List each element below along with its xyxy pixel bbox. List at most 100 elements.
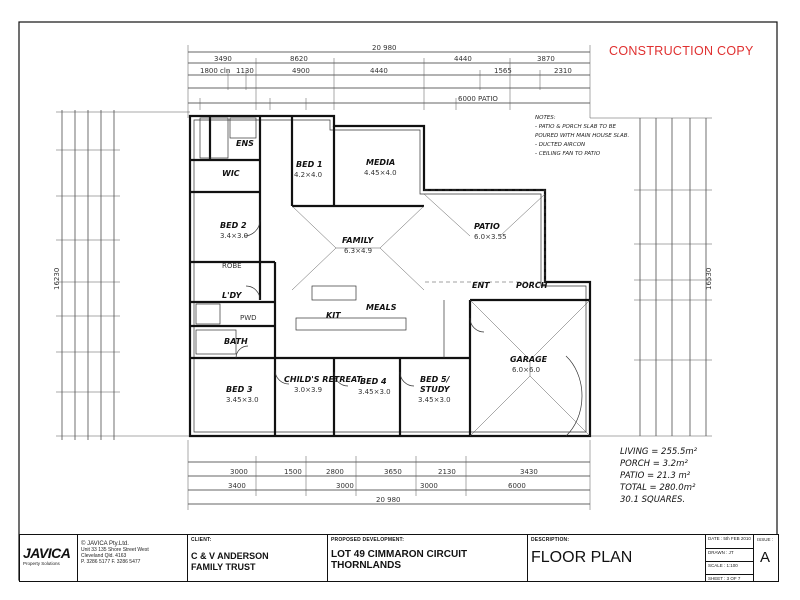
description-text: FLOOR PLAN xyxy=(531,549,633,566)
issue-label: ISSUE : xyxy=(757,537,774,542)
description-label: DESCRIPTION: xyxy=(531,537,570,543)
notes-heading: NOTES: xyxy=(535,115,556,121)
title-block: JAVICA Property Solutions © JAVICA Pty.L… xyxy=(19,534,779,582)
dim-bottom-2: 1500 xyxy=(284,468,302,476)
dim-top-4: 3870 xyxy=(537,55,555,63)
dim-overall-top: 20 980 xyxy=(372,44,397,52)
label-powder: PWD xyxy=(240,314,257,322)
room-bath: BATH xyxy=(224,337,248,346)
dim-top2-4: 4440 xyxy=(370,67,388,75)
note-line-1: - PATIO & PORCH SLAB TO BE xyxy=(535,124,616,130)
note-line-3: - DUCTED AIRCON xyxy=(535,142,586,148)
company-cell: © JAVICA Pty.Ltd. Unit 33 135 Shore Stre… xyxy=(78,535,188,581)
room-childs-retreat: CHILD'S RETREAT xyxy=(284,375,362,384)
client-cell: CLIENT: C & V ANDERSON FAMILY TRUST xyxy=(188,535,328,581)
dim-patio: 6000 PATIO xyxy=(458,95,498,103)
dim-top-3: 4440 xyxy=(454,55,472,63)
issue-cell: ISSUE : A xyxy=(754,535,776,581)
room-bed-1-size: 4.2×4.0 xyxy=(294,171,322,179)
bottom-dimensions: 3000 1500 2800 3650 2130 3430 3400 3000 … xyxy=(187,440,591,510)
door-swings xyxy=(235,219,583,437)
room-porch: PORCH xyxy=(516,281,548,290)
dim-top2-2: 1130 xyxy=(236,67,254,75)
company-address-2: Cleveland Qld. 4163 xyxy=(81,553,127,559)
area-patio: PATIO = 21.3 m² xyxy=(620,471,691,481)
sheet-scale: SCALE : 1:100 xyxy=(706,562,753,575)
room-bed-5-size: 3.45×3.0 xyxy=(418,396,451,404)
dim-right-overall: 16530 xyxy=(705,268,713,290)
room-childs-retreat-size: 3.0×3.9 xyxy=(294,386,322,394)
room-labels: BED 1 4.2×4.0 MEDIA 4.45×4.0 FAMILY 6.3×… xyxy=(220,139,548,404)
logo-cell: JAVICA Property Solutions xyxy=(20,535,78,581)
description-cell: DESCRIPTION: FLOOR PLAN xyxy=(528,535,706,581)
development-line-1: LOT 49 CIMMARON CIRCUIT xyxy=(331,549,468,560)
dim-top-1: 3490 xyxy=(214,55,232,63)
room-media-size: 4.45×4.0 xyxy=(364,169,397,177)
development-line-2: THORNLANDS xyxy=(331,560,401,571)
room-wic: WIC xyxy=(222,169,240,178)
area-squares: 30.1 SQUARES. xyxy=(620,495,686,505)
area-living: LIVING = 255.5m² xyxy=(620,447,698,457)
room-ens: ENS xyxy=(236,139,254,148)
room-meals: MEALS xyxy=(366,303,397,312)
dim-top2-3: 4900 xyxy=(292,67,310,75)
patio-outline xyxy=(424,189,546,283)
dim-top-2: 8620 xyxy=(290,55,308,63)
dim-bottom-1: 3000 xyxy=(230,468,248,476)
room-family: FAMILY xyxy=(342,236,374,245)
kitchen-fixtures xyxy=(195,117,407,355)
dim-bottom-6: 3430 xyxy=(520,468,538,476)
room-bed-4-size: 3.45×3.0 xyxy=(358,388,391,396)
top-dimensions: 20 980 3490 8620 4440 3870 1800 cln 1130… xyxy=(187,44,591,118)
dim-left-overall: 16230 xyxy=(53,268,61,290)
room-bed-4: BED 4 xyxy=(360,377,387,386)
room-bed-2-size: 3.4×3.0 xyxy=(220,232,248,240)
client-label: CLIENT: xyxy=(191,537,212,543)
area-total: TOTAL = 280.0m² xyxy=(620,483,696,493)
note-line-4: - CEILING FAN TO PATIO xyxy=(535,151,601,157)
ceiling-rake-lines xyxy=(291,193,591,437)
room-garage-size: 6.0×6.0 xyxy=(512,366,540,374)
sheet-info-cell: DATE : 5th FEB 2010 DRAWN : JT SCALE : 1… xyxy=(706,535,754,581)
room-entry: ENT xyxy=(472,281,490,290)
room-garage: GARAGE xyxy=(510,355,548,364)
dim-overall-bottom: 20 980 xyxy=(376,496,401,504)
note-line-2: POURED WITH MAIN HOUSE SLAB. xyxy=(535,133,630,139)
sheet-drawn-by: DRAWN : JT xyxy=(706,549,753,562)
logo-subtitle: Property Solutions xyxy=(23,561,60,566)
dim-bottom-4: 3650 xyxy=(384,468,402,476)
room-bed-5: BED 5/ xyxy=(420,375,451,384)
room-patio: PATIO xyxy=(474,222,500,231)
development-cell: PROPOSED DEVELOPMENT: LOT 49 CIMMARON CI… xyxy=(328,535,528,581)
javica-logo: JAVICA xyxy=(23,545,74,561)
room-bed-3: BED 3 xyxy=(226,385,253,394)
room-kitchen: KIT xyxy=(326,311,341,320)
development-label: PROPOSED DEVELOPMENT: xyxy=(331,537,405,543)
dim-bottom-3: 2800 xyxy=(326,468,344,476)
dim-bottom-5: 2130 xyxy=(438,468,456,476)
area-schedule: LIVING = 255.5m² PORCH = 3.2m² PATIO = 2… xyxy=(620,446,697,506)
area-porch: PORCH = 3.2m² xyxy=(620,459,688,469)
issue-letter: A xyxy=(759,549,770,566)
company-phone: P. 3286 5177 F. 3286 5477 xyxy=(81,559,141,565)
right-dimensions: 16530 xyxy=(590,117,713,437)
room-patio-size: 6.0×3.55 xyxy=(474,233,507,241)
client-name-2: FAMILY TRUST xyxy=(191,562,256,572)
room-bed-2: BED 2 xyxy=(220,221,247,230)
room-bed-3-size: 3.45×3.0 xyxy=(226,396,259,404)
logo-text: JAVICA xyxy=(23,545,71,561)
room-media: MEDIA xyxy=(366,158,395,167)
room-family-size: 6.3×4.9 xyxy=(344,247,372,255)
dim-top2-1: 1800 cln xyxy=(200,67,230,75)
dim-bottom2-1: 3400 xyxy=(228,482,246,490)
construction-copy-stamp: CONSTRUCTION COPY xyxy=(609,44,754,58)
left-dimensions: 16230 xyxy=(53,110,190,440)
dim-bottom2-4: 6000 xyxy=(508,482,526,490)
room-study: STUDY xyxy=(420,385,451,394)
dim-bottom2-2: 3000 xyxy=(336,482,354,490)
dim-bottom2-3: 3000 xyxy=(420,482,438,490)
client-name-1: C & V ANDERSON xyxy=(191,551,269,561)
sheet-date: DATE : 5th FEB 2010 xyxy=(706,535,753,549)
sheet-number: SHEET : 3 OF 7 xyxy=(708,576,741,581)
